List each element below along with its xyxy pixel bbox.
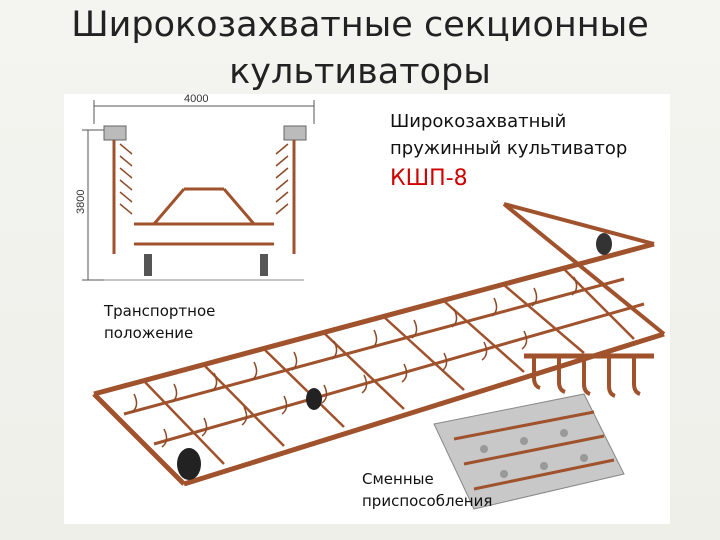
attachment-roller: [433, 393, 625, 510]
title-line-1: Широкозахватные секционные: [71, 5, 649, 45]
wheel-rear: [596, 233, 612, 255]
model-label: КШП-8: [390, 166, 468, 191]
dimension-width: 4000: [184, 94, 208, 105]
transport-caption-line-2: положение: [104, 324, 194, 342]
cultivator-illustration: 4000 3800: [75, 94, 666, 510]
wheel-front: [177, 448, 201, 480]
wheel-middle: [306, 388, 322, 410]
main-caption: Широкозахватный пружинный культиватор: [390, 108, 627, 162]
transport-position-drawing: 4000 3800: [75, 94, 315, 281]
title-line-2: культиваторы: [229, 52, 491, 92]
attachments-caption: Сменные приспособления: [362, 468, 492, 512]
attachment-tines: [524, 353, 654, 398]
transport-caption-line-1: Транспортное: [104, 302, 216, 320]
slide-title: Широкозахватные секционные культиваторы: [40, 2, 680, 96]
main-caption-line-1: Широкозахватный: [390, 111, 567, 132]
main-caption-line-2: пружинный культиватор: [390, 138, 628, 159]
attachments-caption-line-1: Сменные: [362, 470, 434, 488]
attachments-caption-line-2: приспособления: [362, 492, 493, 510]
cultivator-figure: 4000 3800: [64, 94, 670, 524]
dimension-height: 3800: [75, 190, 87, 214]
transport-caption: Транспортное положение: [104, 300, 215, 344]
